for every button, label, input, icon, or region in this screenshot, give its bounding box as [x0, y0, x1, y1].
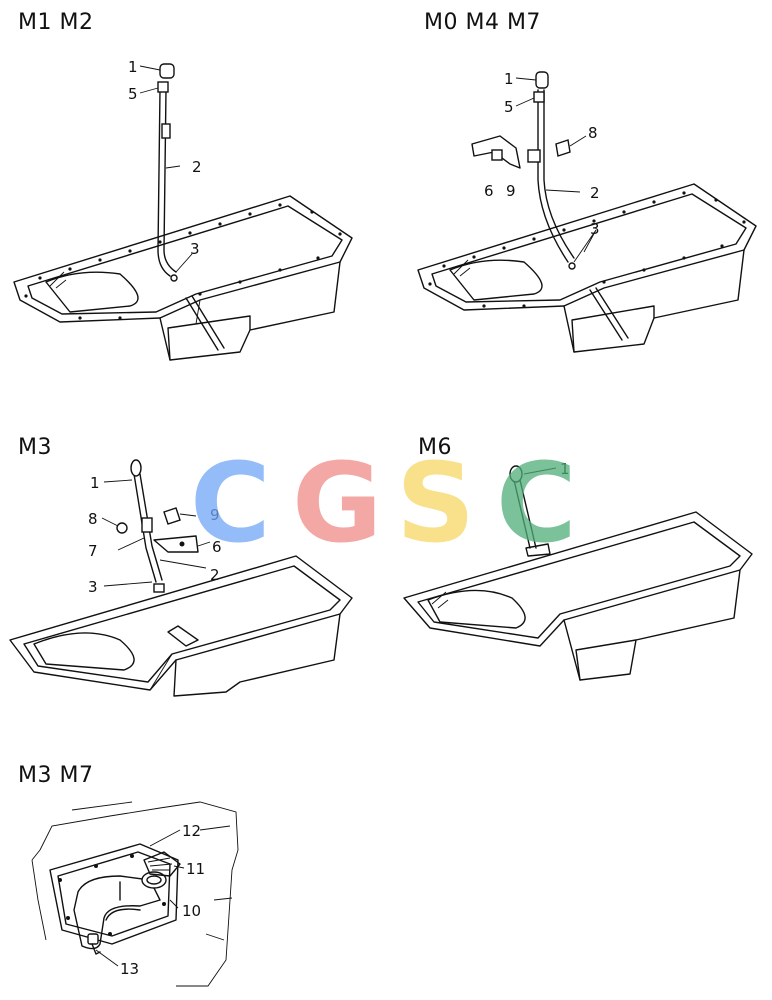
watermark-letter: G: [292, 439, 383, 567]
callouts-m0m4m7: 1 5 8 6 9 2 3: [484, 70, 600, 263]
section-title-m0m4m7: M0 M4 M7: [424, 10, 541, 35]
callout-5: 5: [128, 85, 138, 103]
callout-6: 6: [484, 182, 494, 200]
callout-11: 11: [186, 860, 205, 878]
watermark-letter: C: [190, 439, 271, 567]
section-title-m3m7: M3 M7: [18, 763, 94, 788]
callout-2: 2: [192, 158, 202, 176]
callout-12: 12: [182, 822, 201, 840]
oil-pan-m3: [9, 555, 353, 697]
callouts-m3m7: 12 11 10 13: [95, 822, 205, 978]
callout-8: 8: [588, 124, 598, 142]
watermark-letter: C: [496, 439, 577, 567]
callout-1: 1: [560, 460, 570, 478]
callout-3: 3: [88, 578, 98, 596]
oil-pan-m1m2: [13, 195, 353, 361]
oil-pan-m0m4m7: [417, 183, 757, 353]
dipstick-m3: [116, 459, 199, 593]
callout-3: 3: [590, 220, 600, 238]
callout-2: 2: [210, 566, 220, 584]
callouts-m1m2: 1 5 2 3: [128, 58, 202, 273]
oil-filler-assembly-m3m7: [31, 801, 239, 987]
callout-1: 1: [90, 474, 100, 492]
callout-7: 7: [88, 542, 98, 560]
callout-5: 5: [504, 98, 514, 116]
section-title-m6: M6: [418, 435, 452, 460]
callout-1: 1: [504, 70, 514, 88]
callout-6: 6: [212, 538, 222, 556]
dipstick-m0m4m7: [471, 71, 576, 270]
section-title-m1m2: M1 M2: [18, 10, 94, 35]
section-title-m3: M3: [18, 435, 52, 460]
callout-10: 10: [182, 902, 201, 920]
oil-pan-m6: [403, 511, 753, 681]
callout-9: 9: [506, 182, 516, 200]
callout-1: 1: [128, 58, 138, 76]
callout-13: 13: [120, 960, 139, 978]
dipstick-m1m2: [157, 63, 178, 282]
callouts-m3: 1 8 9 7 6 2 3: [88, 474, 222, 596]
callout-3: 3: [190, 240, 200, 258]
callout-8: 8: [88, 510, 98, 528]
callouts-m6: 1: [523, 460, 570, 478]
callout-9: 9: [210, 506, 220, 524]
watermark-letter: S: [396, 439, 476, 567]
callout-2: 2: [590, 184, 600, 202]
dipstick-m6: [509, 465, 551, 557]
